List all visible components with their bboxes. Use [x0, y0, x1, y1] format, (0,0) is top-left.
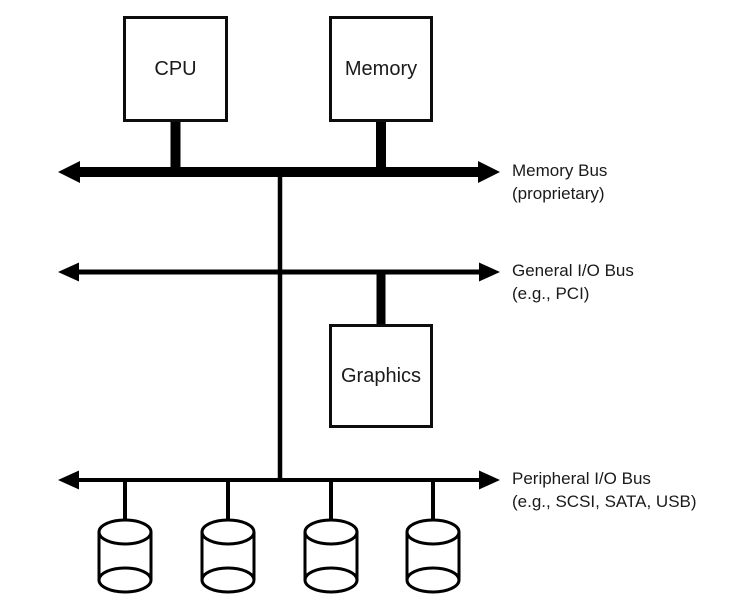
peripheral-io-bus-name: Peripheral I/O Bus	[512, 469, 651, 488]
arrow-left-icon	[58, 262, 79, 282]
cpu-box: CPU	[123, 16, 228, 122]
peripheral-io-bus-label: Peripheral I/O Bus (e.g., SCSI, SATA, US…	[512, 467, 697, 513]
memory-bus-label: Memory Bus (proprietary)	[512, 159, 607, 205]
memory-bus-name: Memory Bus	[512, 161, 608, 180]
arrow-right-icon	[479, 262, 500, 282]
general-io-bus-line	[58, 262, 500, 282]
memory-box: Memory	[329, 16, 433, 122]
general-io-bus-label: General I/O Bus (e.g., PCI)	[512, 259, 634, 305]
arrow-left-icon	[58, 470, 79, 490]
graphics-box: Graphics	[329, 324, 433, 428]
disk-cylinder-icon	[405, 518, 461, 594]
general-io-bus-detail: (e.g., PCI)	[512, 284, 590, 303]
disk-cylinder-icon	[200, 518, 256, 594]
memory-box-label: Memory	[344, 57, 418, 80]
peripheral-io-bus-line	[58, 470, 500, 490]
general-io-bus-name: General I/O Bus	[512, 261, 634, 280]
arrow-right-icon	[479, 470, 500, 490]
peripheral-io-bus-detail: (e.g., SCSI, SATA, USB)	[512, 492, 697, 511]
cpu-box-label: CPU	[154, 57, 197, 80]
memory-bus-detail: (proprietary)	[512, 184, 605, 203]
arrow-left-icon	[58, 161, 80, 183]
memory-bus-line	[58, 161, 500, 183]
arrow-right-icon	[478, 161, 500, 183]
disk-cylinder-icon	[97, 518, 153, 594]
graphics-box-label: Graphics	[340, 364, 422, 387]
disk-cylinder-icon	[303, 518, 359, 594]
